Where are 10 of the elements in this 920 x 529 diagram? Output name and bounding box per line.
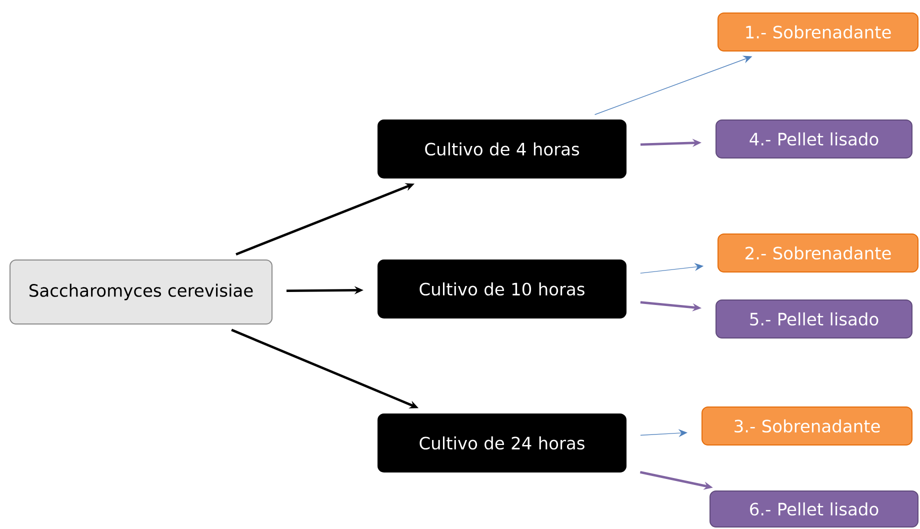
culture-box: Cultivo de 10 horas xyxy=(378,260,626,318)
sample-box: 6.- Pellet lisado xyxy=(710,490,918,528)
sample-box: 3.- Sobrenadante xyxy=(702,406,912,446)
culture-box: Cultivo de 4 horas xyxy=(378,120,626,178)
sample-box: 2.- Sobrenadante xyxy=(718,233,918,272)
culture-box: Cultivo de 24 horas xyxy=(378,413,626,472)
organism-box: Saccharomyces cerevisiae xyxy=(10,260,272,324)
sample-box: 1.- Sobrenadante xyxy=(718,12,918,52)
sample-box: 5.- Pellet lisado xyxy=(716,299,912,338)
sample-box: 4.- Pellet lisado xyxy=(716,120,912,158)
